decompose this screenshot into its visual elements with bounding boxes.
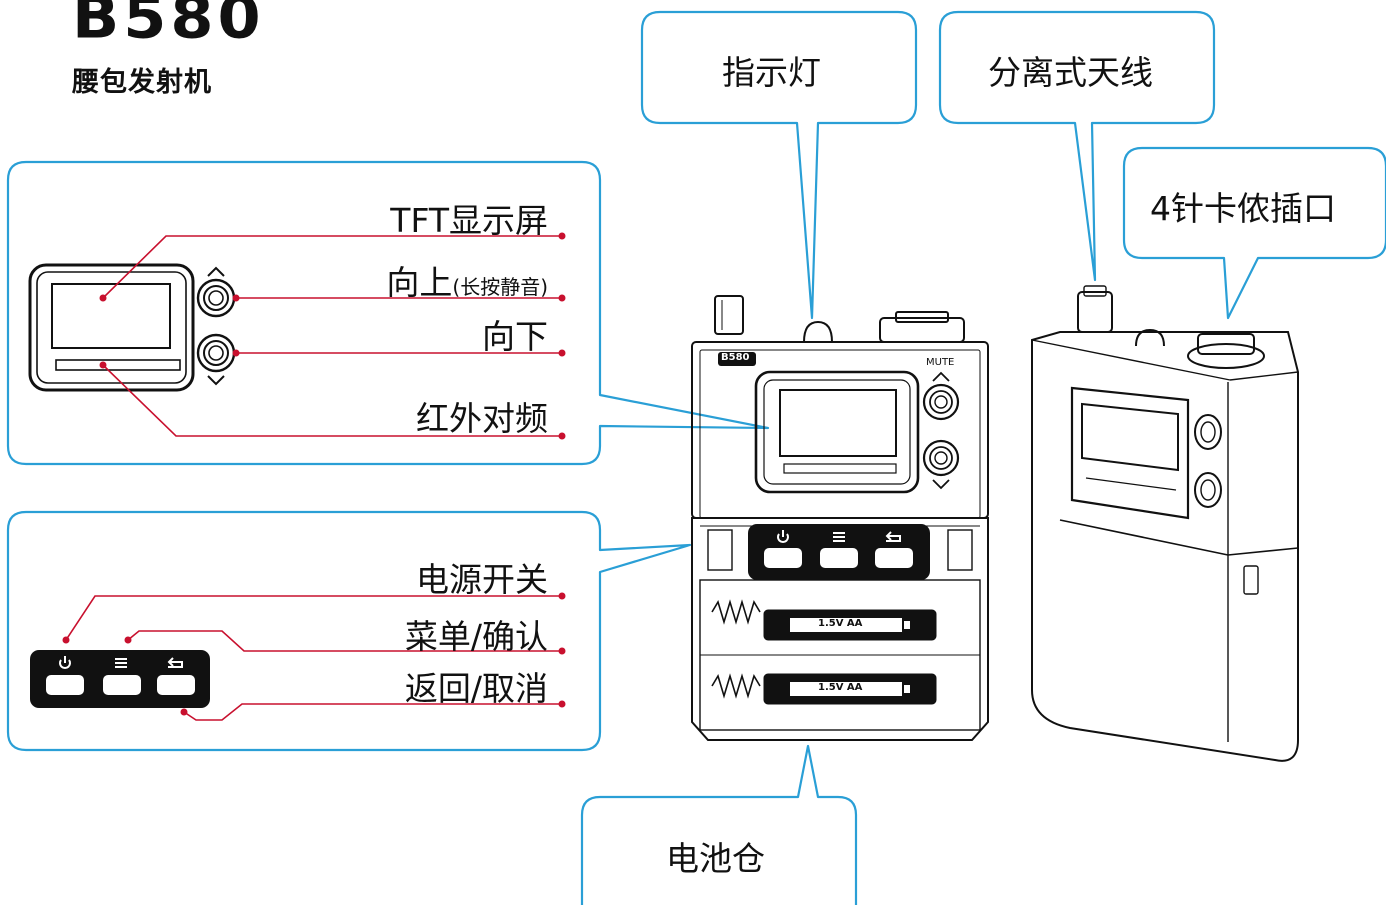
- battery-top-label: 1.5V AA: [818, 618, 863, 629]
- battery-callout: [580, 744, 858, 905]
- button-strip-closeup: [30, 650, 210, 708]
- battery-bottom-label: 1.5V AA: [818, 682, 863, 693]
- antenna-label: 分离式天线: [988, 53, 1153, 92]
- mute-label: MUTE: [926, 357, 955, 368]
- side-device: [1031, 285, 1299, 762]
- product-subtitle: 腰包发射机: [72, 67, 212, 98]
- device-badge: B580: [721, 352, 750, 363]
- up-label-main: 向上: [386, 263, 453, 302]
- up-button-label: 向上(长按静音): [386, 256, 548, 304]
- menu-icon: [115, 658, 127, 668]
- power-switch-label: 电源开关: [416, 560, 548, 599]
- back-cancel-label: 返回/取消: [404, 669, 548, 708]
- connector-callout: [1122, 146, 1386, 320]
- logo: B580 腰包发射机: [72, 0, 265, 99]
- connector-label: 4针卡侬插口: [1150, 189, 1336, 228]
- front-button-strip: [748, 524, 930, 580]
- front-badge: [718, 352, 756, 366]
- antenna-callout: [938, 10, 1216, 282]
- display-panel-callout: [6, 160, 770, 466]
- down-button-label: 向下: [482, 317, 548, 356]
- tft-display-label: TFT显示屏: [390, 201, 548, 240]
- up-label-note: (长按静音): [452, 275, 548, 299]
- indicator-callout: [640, 10, 918, 320]
- indicator-label: 指示灯: [722, 53, 821, 92]
- menu-confirm-label: 菜单/确认: [404, 617, 548, 656]
- display-closeup: [28, 263, 236, 392]
- front-device: [691, 295, 989, 741]
- back-icon: [167, 657, 183, 668]
- batteries: [711, 599, 937, 705]
- battery-compartment-label: 电池仓: [666, 839, 765, 878]
- model-logo: B580: [72, 0, 265, 52]
- power-icon: [59, 656, 71, 669]
- buttons-panel-callout: [6, 510, 692, 752]
- ir-sync-label: 红外对频: [416, 399, 548, 438]
